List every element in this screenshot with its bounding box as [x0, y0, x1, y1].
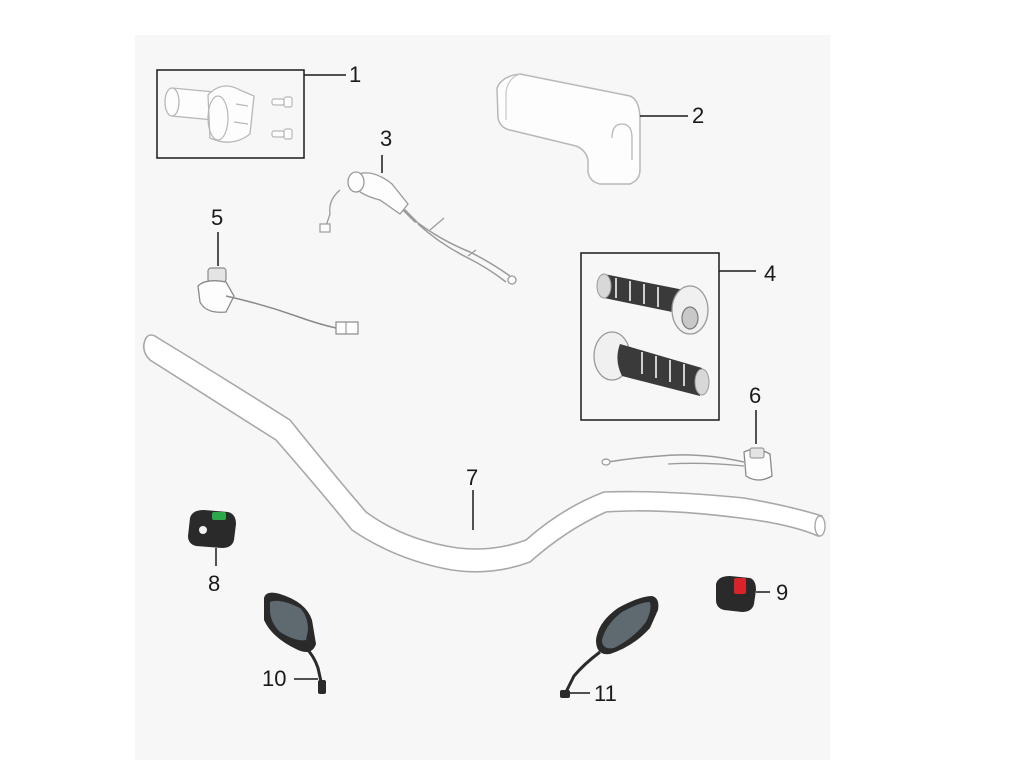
left-mirror-icon[interactable] — [264, 592, 326, 694]
callout-5: 5 — [211, 205, 224, 230]
callout-7: 7 — [466, 465, 479, 490]
handlebar-grips-icon[interactable] — [580, 252, 756, 421]
left-lever-switch-icon[interactable] — [197, 232, 359, 335]
handlebar-pad-icon[interactable] — [496, 73, 688, 185]
right-mirror-icon[interactable] — [560, 596, 659, 698]
right-lever-switch-icon[interactable] — [601, 410, 773, 481]
throttle-assembly-icon[interactable] — [156, 69, 346, 159]
callout-8: 8 — [208, 571, 221, 596]
left-switch-block-icon[interactable] — [188, 510, 236, 566]
callout-3: 3 — [380, 126, 393, 151]
callout-2: 2 — [692, 103, 705, 128]
handlebar-icon[interactable] — [142, 334, 826, 573]
callout-1: 1 — [349, 62, 362, 87]
callout-11: 11 — [594, 681, 617, 706]
callout-10: 10 — [262, 666, 287, 691]
throttle-cable-icon[interactable] — [319, 155, 517, 285]
right-switch-block-icon[interactable] — [716, 576, 770, 612]
callout-9: 9 — [776, 580, 789, 605]
callout-4: 4 — [764, 261, 777, 286]
callout-6: 6 — [749, 383, 762, 408]
